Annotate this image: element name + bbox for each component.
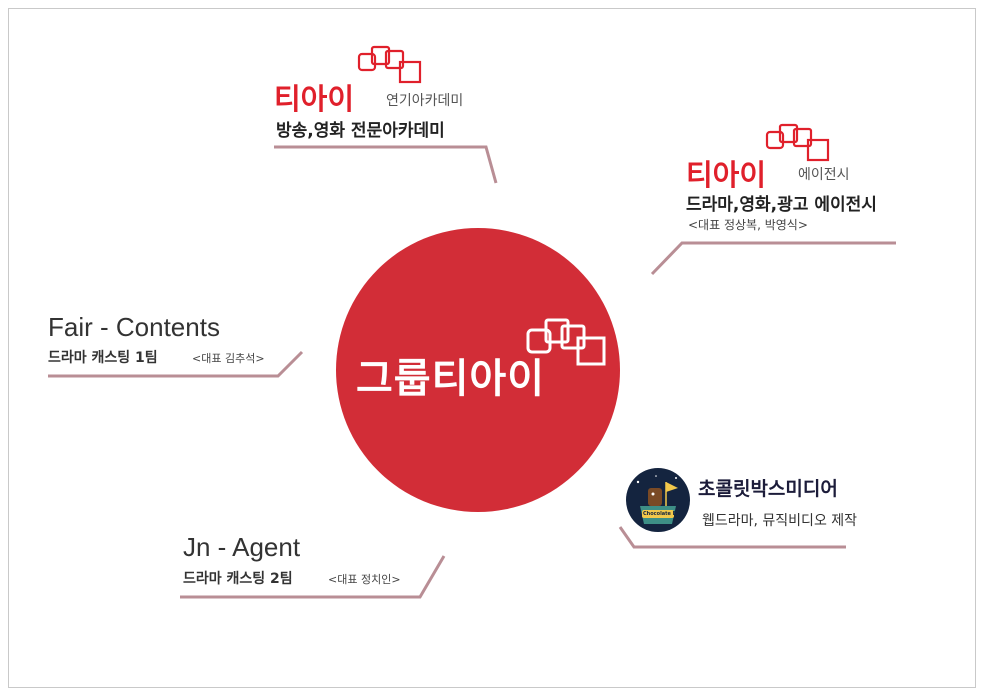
fair-desc: 드라마 캐스팅 1팀 bbox=[48, 350, 158, 366]
academy-logo-boxes-icon bbox=[357, 45, 422, 84]
jn-desc: 드라마 캐스팅 2팀 bbox=[183, 571, 293, 587]
agency-brand: 티아이 bbox=[686, 158, 767, 192]
line-academy bbox=[274, 145, 498, 184]
academy-desc: 방송,영화 전문아카데미 bbox=[276, 121, 445, 141]
diagram-frame bbox=[8, 8, 976, 688]
choco-desc: 웹드라마, 뮤직비디오 제작 bbox=[702, 513, 858, 529]
agency-brand-sub: 에이전시 bbox=[798, 167, 850, 183]
agency-desc: 드라마,영화,광고 에이전시 bbox=[686, 195, 877, 215]
line-choco bbox=[618, 526, 846, 549]
fair-name: Fair - Contents bbox=[48, 312, 220, 342]
jn-rep: <대표 정치인> bbox=[328, 573, 401, 586]
fair-rep: <대표 김추석> bbox=[192, 352, 265, 365]
chocolate-box-logo: Chocolate Box bbox=[626, 468, 690, 532]
jn-name: Jn - Agent bbox=[183, 532, 301, 562]
line-jn bbox=[180, 555, 446, 599]
agency-rep: <대표 정상복, 박영식> bbox=[688, 218, 808, 232]
academy-brand: 티아이 bbox=[274, 82, 355, 116]
agency-logo-boxes-icon bbox=[765, 123, 830, 162]
chocolate-box-logo-icon bbox=[636, 475, 678, 524]
center-logo-boxes-icon bbox=[526, 318, 606, 366]
line-agency bbox=[650, 241, 896, 276]
choco-name: 초콜릿박스미디어 bbox=[698, 478, 838, 500]
line-fair bbox=[48, 350, 304, 378]
academy-brand-sub: 연기아카데미 bbox=[386, 93, 464, 109]
center-circle bbox=[336, 228, 620, 512]
chocolate-box-logo-text: Chocolate Box bbox=[643, 511, 675, 517]
center-name: 그룹티아이 bbox=[356, 356, 545, 402]
